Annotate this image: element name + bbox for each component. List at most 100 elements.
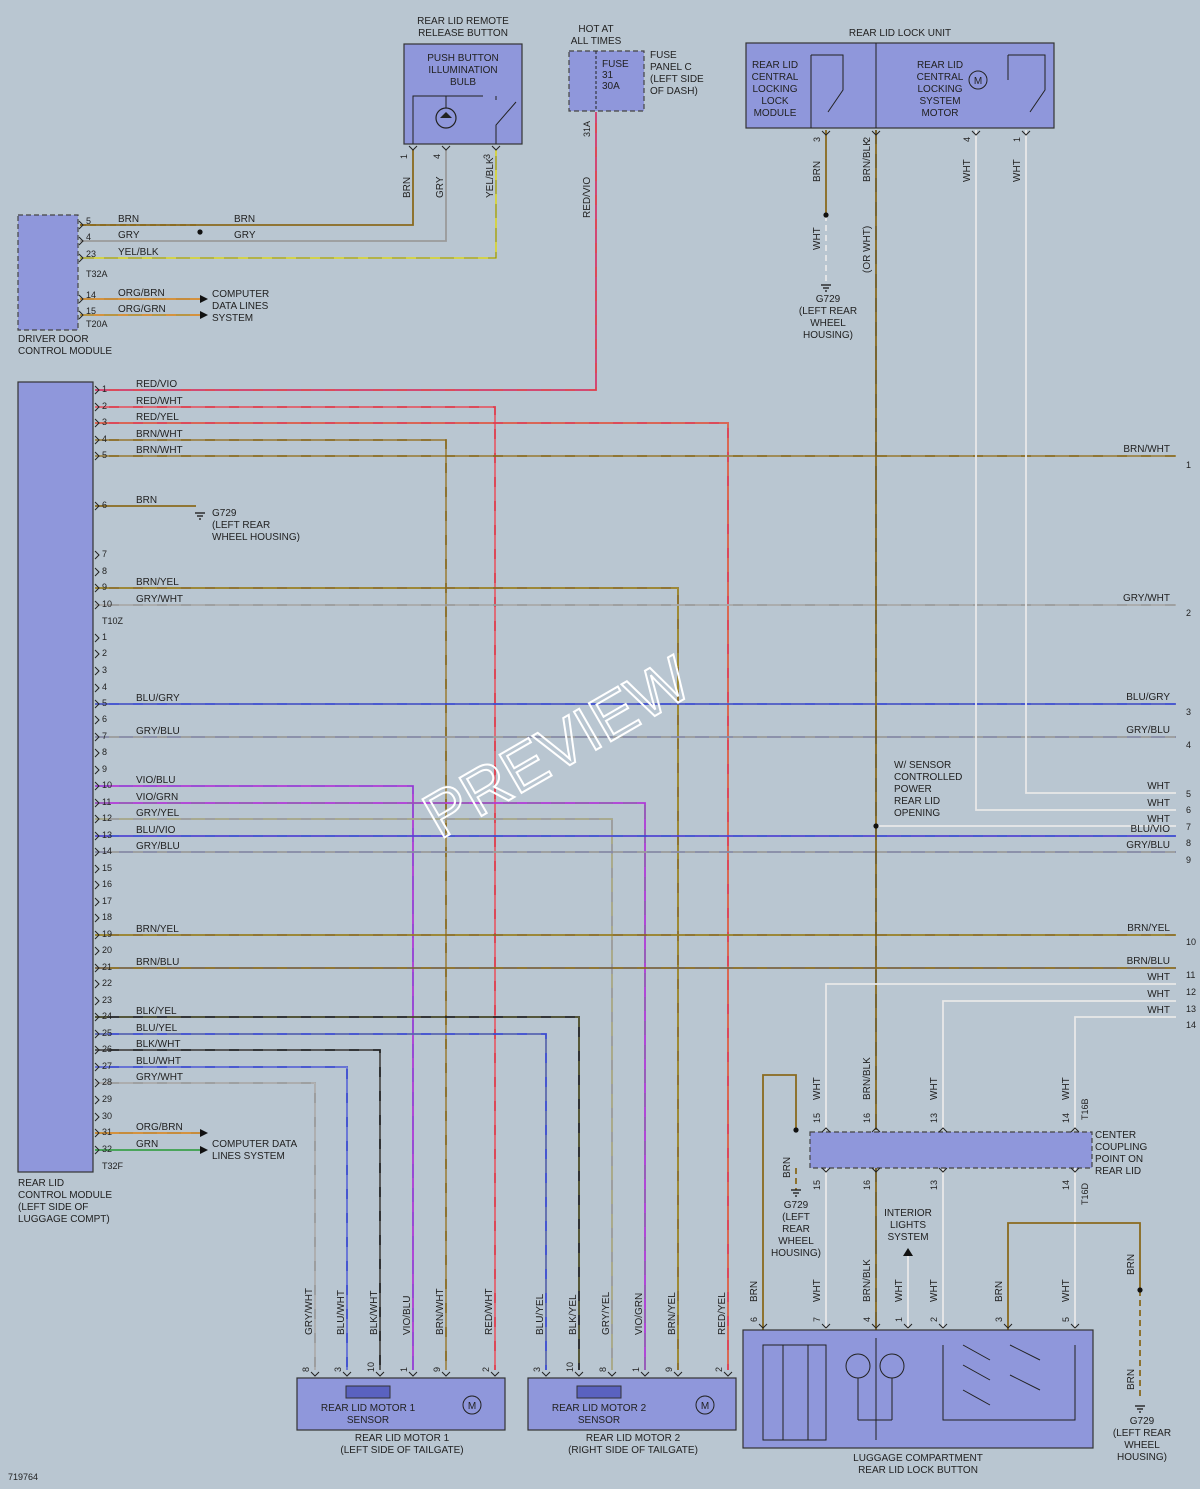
splice-dot — [197, 229, 203, 235]
t10z-pin: 6 — [102, 500, 107, 510]
driver-pin: 15 — [86, 306, 96, 316]
coupling-pin-top: 16 — [862, 1113, 872, 1123]
coupling-label-line: COUPLING — [1095, 1142, 1147, 1153]
interior-lights-label-line: LIGHTS — [890, 1220, 926, 1231]
pin-marker — [94, 451, 100, 461]
right-edge-number: 2 — [1186, 608, 1191, 618]
luggage-pin: 5 — [1061, 1317, 1071, 1322]
pin-marker — [1070, 1127, 1080, 1133]
wire-vio-grn — [95, 802, 646, 1370]
right-edge-wire-label: WHT — [1147, 798, 1170, 809]
pin-marker — [821, 1127, 831, 1133]
g729-label-4-line: G729 — [1130, 1416, 1155, 1427]
driver-wire-label: BRN — [118, 214, 139, 225]
t32f-pin: 32 — [102, 1144, 112, 1154]
motor1-wire-label: BRN/WHT — [435, 1288, 446, 1335]
pin-marker — [78, 220, 84, 230]
motor2-label-line: (RIGHT SIDE OF TAILGATE) — [568, 1445, 698, 1456]
pin-marker — [94, 930, 100, 940]
connector-t16b: T16B — [1080, 1098, 1090, 1120]
pin-marker — [574, 1371, 584, 1377]
wire-blu-wht-tracer — [95, 1066, 348, 1370]
motor2-icon — [695, 1395, 715, 1415]
data-lines-label-1-line: DATA LINES — [212, 301, 269, 312]
t32f-pin: 7 — [102, 731, 107, 741]
g729-label-4-line: (LEFT REAR — [1113, 1428, 1171, 1439]
driver-door-label-line: DRIVER DOOR — [18, 334, 89, 345]
pin-marker — [94, 683, 100, 693]
motor2-wire-label: GRY/YEL — [601, 1291, 612, 1335]
lock-unit-title: REAR LID LOCK UNIT — [849, 28, 951, 39]
data-lines-label-2-line: COMPUTER DATA — [212, 1139, 298, 1150]
t10z-pin: 5 — [102, 450, 107, 460]
motor2-wire-label: VIO/GRN — [634, 1293, 645, 1335]
motor2-sensor-icon — [576, 1385, 622, 1399]
t32f-wire-label: ORG/BRN — [136, 1122, 183, 1133]
t32f-pin: 15 — [102, 863, 112, 873]
rear-lid-control-label-line: REAR LID — [18, 1178, 64, 1189]
pin-marker — [491, 145, 501, 151]
lock-pin: 4 — [962, 137, 972, 142]
right-edge-number: 12 — [1186, 987, 1196, 997]
right-edge-number: 11 — [1186, 970, 1195, 980]
lock-module-label-line: LOCKING — [752, 84, 797, 95]
motor2-pin: 8 — [598, 1367, 608, 1372]
sensor-controlled-label-line: REAR LID — [894, 796, 940, 807]
motor1-label-line: (LEFT SIDE OF TAILGATE) — [340, 1445, 463, 1456]
wire-red-vio-fuse — [95, 112, 597, 391]
rear-lid-motor-2 — [527, 1377, 737, 1431]
wire-wht-14 — [1074, 1016, 1176, 1130]
pin-marker — [1021, 130, 1031, 136]
splice-dot — [823, 212, 829, 218]
motor1-sensor-icon — [345, 1385, 391, 1399]
sensor-controlled-label-line: OPENING — [894, 808, 940, 819]
t32f-pin: 29 — [102, 1094, 112, 1104]
pin-marker — [375, 1371, 385, 1377]
pin-marker — [94, 748, 100, 758]
motor1-pin: 2 — [481, 1367, 491, 1372]
t32f-wire-label: GRY/WHT — [136, 1072, 183, 1083]
pin-marker — [94, 1029, 100, 1039]
luggage-circuit-1 — [762, 1344, 827, 1441]
wire-blk-wht — [95, 1049, 381, 1370]
pin-marker — [94, 715, 100, 725]
right-edge-number: 6 — [1186, 805, 1191, 815]
pin-marker — [94, 946, 100, 956]
t32f-wire-label: BLK/YEL — [136, 1006, 177, 1017]
arrow — [200, 295, 208, 303]
pin-marker — [938, 1167, 948, 1173]
t32f-pin: 31 — [102, 1127, 112, 1137]
pin-marker — [94, 649, 100, 659]
motor1-pin: 8 — [301, 1367, 311, 1372]
pin-marker — [94, 501, 100, 511]
pin-marker — [871, 1167, 881, 1173]
t10z-wire-label: GRY/WHT — [136, 594, 183, 605]
pin-marker — [640, 1371, 650, 1377]
t32f-pin: 8 — [102, 747, 107, 757]
coupling-pin-top: 13 — [929, 1113, 939, 1123]
pin-marker — [94, 831, 100, 841]
t10z-wire-label: BRN/WHT — [136, 445, 183, 456]
data-lines-label-1-line: SYSTEM — [212, 313, 253, 324]
t32f-wire-label: GRY/BLU — [136, 726, 180, 737]
data-lines-label-2-line: LINES SYSTEM — [212, 1151, 285, 1162]
t10z-wire-label: RED/YEL — [136, 412, 179, 423]
t32f-pin: 24 — [102, 1011, 112, 1021]
button-switch-icon — [412, 95, 517, 144]
right-edge-number: 3 — [1186, 707, 1191, 717]
driver-pin: 23 — [86, 249, 96, 259]
lock-module-label-line: REAR LID — [752, 60, 798, 71]
lock-motor-label-line: LOCKING — [917, 84, 962, 95]
coupling-wire-label: WHT — [1061, 1077, 1072, 1100]
motor1-symbol: M — [468, 1401, 476, 1412]
driver-wire-label: GRY — [118, 230, 140, 241]
connector-t10z: T10Z — [102, 616, 124, 626]
arrow — [200, 1146, 208, 1154]
connector-t16d: T16D — [1080, 1182, 1090, 1205]
luggage-wire-label: WHT — [929, 1279, 940, 1302]
motor1-wire-label: GRY/WHT — [304, 1288, 315, 1335]
t32f-pin: 20 — [102, 945, 112, 955]
components-layer — [17, 42, 1094, 1449]
driver-door-control-module — [17, 214, 79, 331]
t32f-wire-label: BLK/WHT — [136, 1039, 180, 1050]
